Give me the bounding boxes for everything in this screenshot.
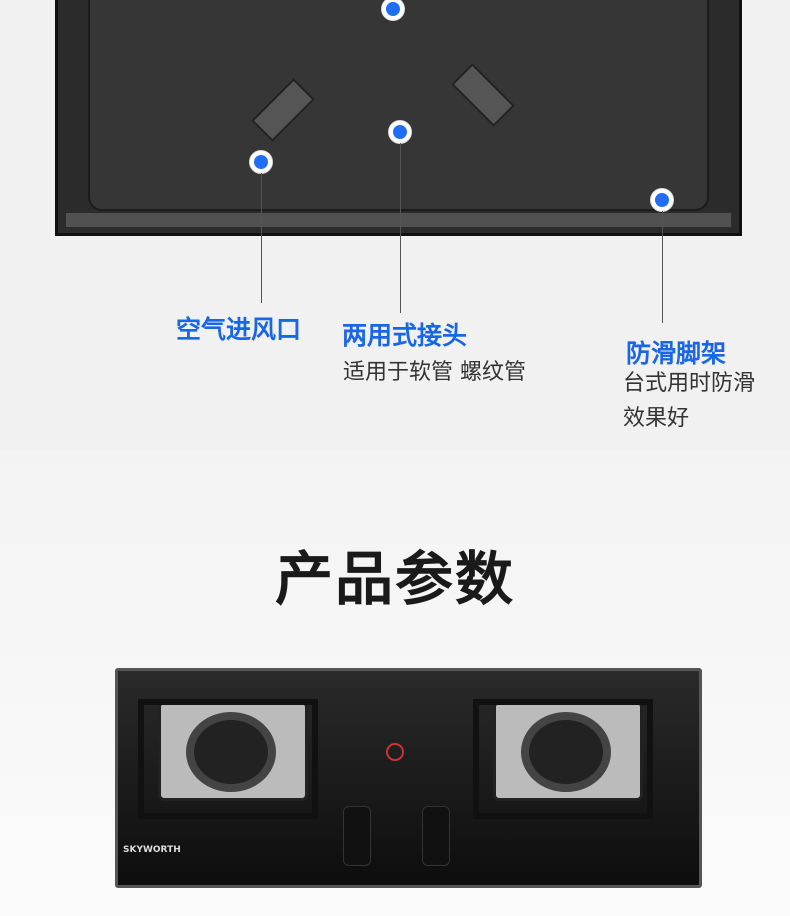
- feature-title-feet: 防滑脚架: [626, 339, 727, 368]
- brand-logo-icon: [386, 743, 404, 761]
- feature-section: 空气进风口 两用式接头 适用于软管 螺纹管 防滑脚架 台式用时防滑 效果好: [0, 0, 790, 450]
- feature-title-connector: 两用式接头: [342, 321, 468, 350]
- hotspot-air-inlet: [250, 151, 272, 173]
- feature-desc-feet-1: 台式用时防滑: [623, 371, 756, 396]
- pointer-line: [261, 173, 262, 303]
- burner-right: [493, 701, 643, 801]
- stove-product-image: SKYWORTH: [115, 668, 702, 888]
- brand-label: SKYWORTH: [123, 845, 181, 855]
- hotspot-dot: [382, 0, 404, 20]
- burner-left: [158, 701, 308, 801]
- knob-left: [343, 806, 371, 866]
- stove-underside-image: [55, 0, 742, 236]
- feature-desc-feet-2: 效果好: [623, 406, 690, 431]
- hotspot-feet: [651, 189, 673, 211]
- grate-right: [473, 699, 653, 819]
- feature-title-air-inlet: 空气进风口: [176, 315, 302, 344]
- knob-right: [422, 806, 450, 866]
- pointer-line: [400, 143, 401, 313]
- hotspot-connector: [389, 121, 411, 143]
- section-title: 产品参数: [274, 545, 515, 613]
- pointer-line: [662, 211, 663, 323]
- grate-left: [138, 699, 318, 819]
- feature-desc-connector: 适用于软管 螺纹管: [343, 360, 526, 385]
